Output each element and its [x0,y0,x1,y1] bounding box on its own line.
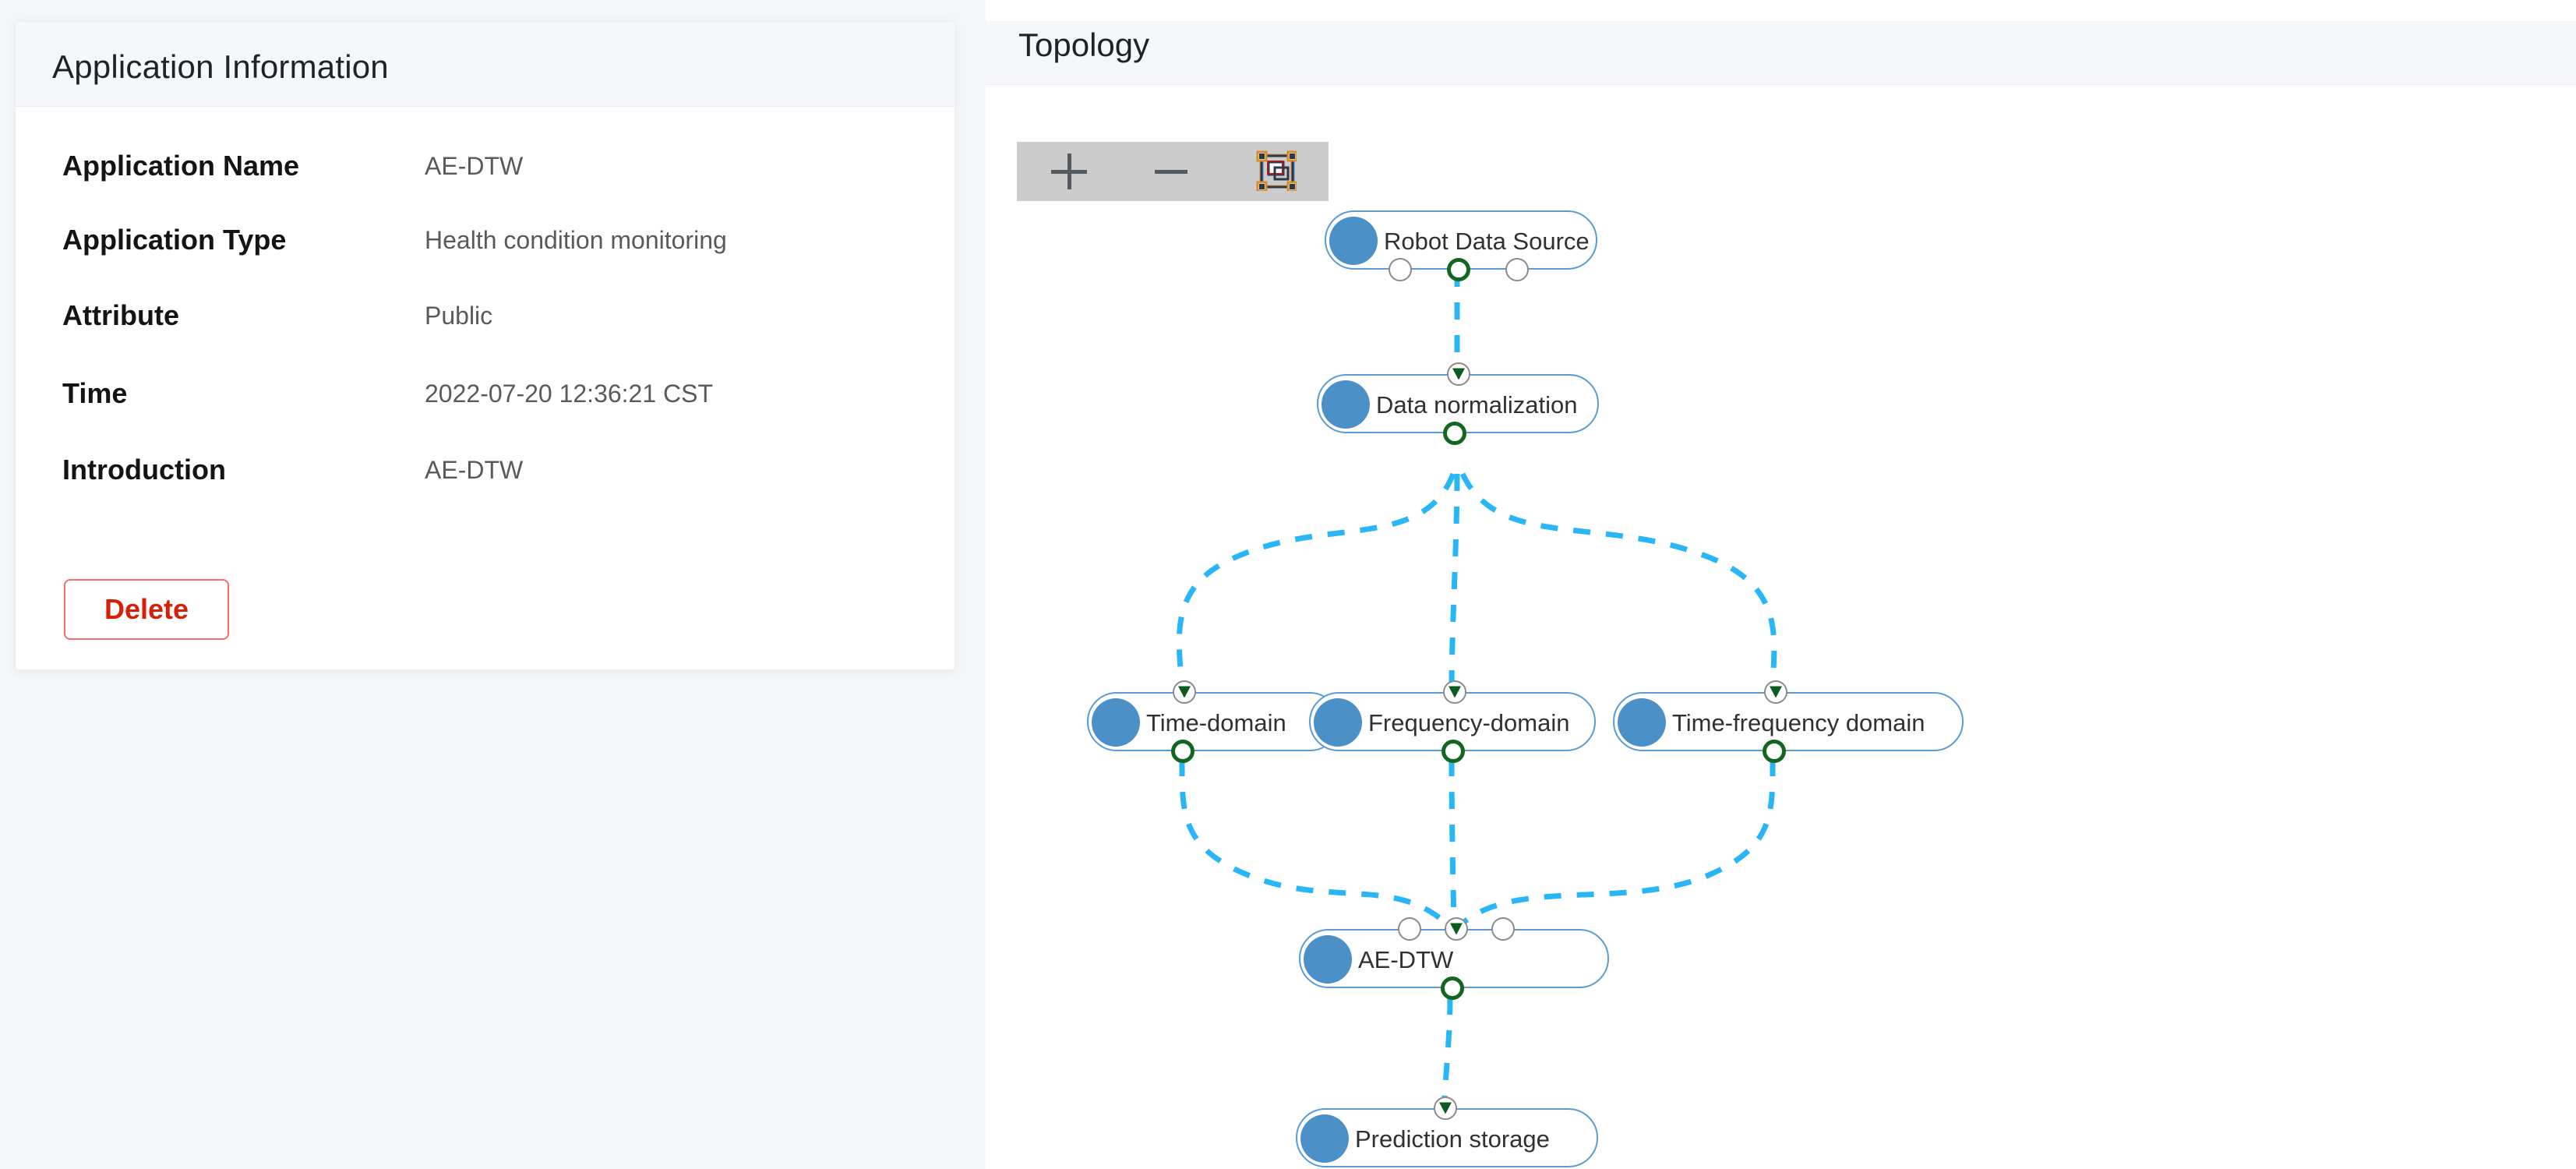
topology-node-ae-dtw[interactable]: AE-DTW [1299,917,1609,1000]
minus-icon [1154,154,1191,189]
topology-node-frequency-domain[interactable]: Frequency-domain [1309,680,1596,763]
edge-time-domain-to-ae-dtw [1179,758,1454,931]
node-label: Time-frequency domain [1672,709,1925,736]
zoom-in-button[interactable] [1017,142,1120,201]
node-port-out-right[interactable] [1505,258,1529,281]
node-port-out[interactable] [1171,740,1194,763]
application-information-body: Application Name AE-DTW Application Type… [16,107,955,671]
edge-frequency-domain-to-ae-dtw [1449,758,1457,930]
info-label: Application Type [62,224,287,256]
node-port-out[interactable] [1441,977,1464,1000]
node-label: Prediction storage [1355,1125,1550,1153]
node-status-dot [1618,698,1666,747]
edge-normalization-to-time-frequency-domain [1459,472,1777,693]
node-port-out-left[interactable] [1389,258,1412,281]
edge-normalization-to-frequency-domain [1449,473,1460,693]
info-value: AE-DTW [425,152,524,180]
info-label: Attribute [62,299,179,331]
node-label: Data normalization [1376,391,1578,419]
info-row-application-type: Application Type Health condition monito… [16,224,955,256]
topology-header: Topology [986,21,2576,85]
topology-node-time-domain[interactable]: Time-domain [1087,680,1339,763]
info-value: AE-DTW [425,456,524,484]
node-port-in[interactable] [1764,680,1787,704]
application-information-header: Application Information [16,22,955,107]
node-label: Time-domain [1146,709,1286,736]
info-row-application-name: Application Name AE-DTW [16,150,955,182]
info-value: Public [425,302,493,330]
topology-node-data-normalization[interactable]: Data normalization [1317,362,1599,445]
topology-card: Topology [986,0,2576,1169]
node-port-in[interactable] [1173,680,1196,704]
node-port-in-right[interactable] [1491,917,1515,941]
node-status-dot [1304,935,1352,984]
node-port-out-center[interactable] [1447,258,1470,281]
info-row-attribute: Attribute Public [16,300,955,331]
delete-button[interactable]: Delete [64,579,229,640]
fit-view-icon [1256,150,1297,193]
node-label: Frequency-domain [1368,709,1570,736]
info-label: Introduction [62,454,226,486]
node-status-dot [1092,698,1140,747]
node-port-out[interactable] [1763,740,1786,763]
node-status-dot [1322,380,1370,429]
topology-node-robot-data-source[interactable]: Robot Data Source [1325,210,1597,281]
info-value: Health condition monitoring [425,226,727,254]
node-status-dot [1300,1114,1349,1163]
edge-ae-dtw-to-prediction-storage [1441,997,1453,1109]
node-status-dot [1329,217,1378,265]
topology-canvas[interactable]: Robot Data Source Data normalization Tim… [986,210,2576,1169]
topology-toolbar [1017,142,1329,201]
application-information-card: Application Information Application Name… [15,21,955,670]
zoom-out-button[interactable] [1120,142,1224,201]
node-port-out[interactable] [1443,422,1466,445]
edge-time-frequency-to-ae-dtw [1454,758,1776,931]
node-port-out[interactable] [1442,740,1465,763]
info-row-time: Time 2022-07-20 12:36:21 CST [16,378,955,409]
info-value: 2022-07-20 12:36:21 CST [425,380,714,408]
page-title: Application Information [52,48,389,85]
node-port-in[interactable] [1447,362,1470,386]
node-port-in[interactable] [1443,680,1466,704]
info-label: Application Name [62,150,300,182]
fit-view-button[interactable] [1224,142,1328,201]
info-row-introduction: Introduction AE-DTW [16,454,955,486]
node-port-in-left[interactable] [1398,917,1421,941]
plus-icon [1050,154,1087,189]
node-label: AE-DTW [1358,946,1454,973]
topology-node-prediction-storage[interactable]: Prediction storage [1296,1097,1598,1167]
topology-title: Topology [1018,26,1150,63]
info-label: Time [62,377,128,409]
node-port-in-center[interactable] [1445,917,1468,941]
node-port-in[interactable] [1434,1097,1457,1120]
topology-node-time-frequency-domain[interactable]: Time-frequency domain [1613,680,1964,763]
node-status-dot [1314,698,1362,747]
node-label: Robot Data Source [1384,228,1590,255]
edge-normalization-to-time-domain [1176,472,1456,693]
